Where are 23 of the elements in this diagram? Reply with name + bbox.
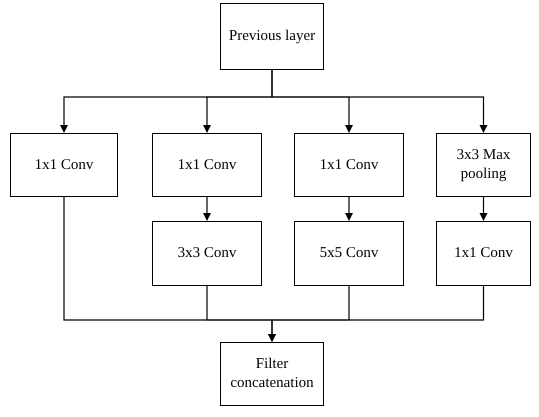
arrow	[480, 197, 488, 221]
process-box	[152, 133, 262, 197]
box-label: 1x1 Conv	[454, 244, 513, 263]
arrow	[345, 197, 353, 221]
box-label: 1x1 Conv	[34, 156, 94, 174]
arrow	[268, 286, 484, 342]
process-box	[152, 221, 262, 286]
box-label: 3x3 Max pooling	[456, 146, 512, 184]
process-box	[436, 133, 531, 197]
box-label: Filter concatenation	[229, 355, 315, 393]
process-box	[294, 221, 404, 286]
process-box	[294, 133, 404, 197]
process-box	[436, 221, 531, 286]
process-box	[220, 342, 324, 406]
box-label: 3x3 Conv	[178, 244, 236, 263]
box-label: 1x1 Conv	[320, 156, 378, 174]
box-label: Previous layer	[228, 27, 316, 46]
process-box	[10, 133, 118, 197]
box-label: 5x5 Conv	[320, 244, 378, 263]
arrow	[271, 70, 488, 133]
arrow	[203, 197, 211, 221]
process-box	[220, 3, 324, 70]
box-label: 1x1 Conv	[178, 156, 236, 174]
